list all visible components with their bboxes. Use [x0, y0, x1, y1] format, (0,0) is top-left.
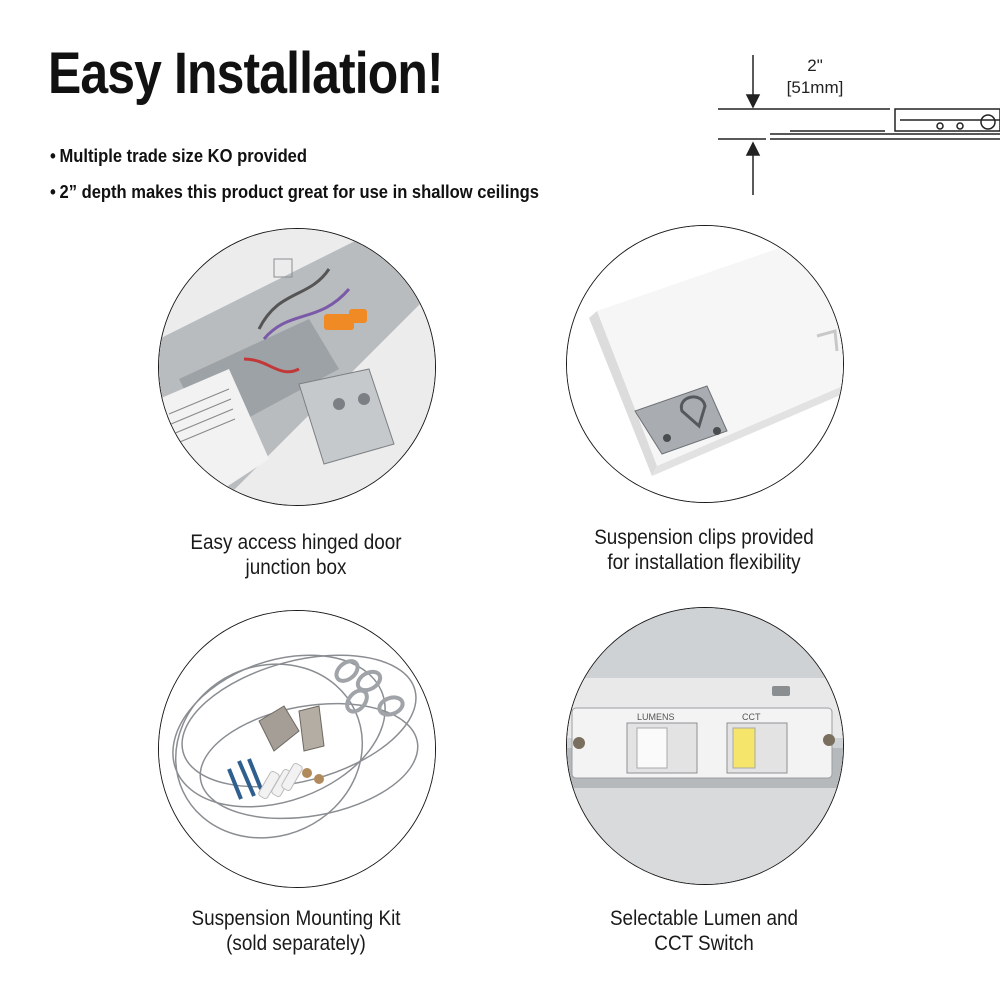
suspension-clip-photo: [566, 225, 844, 503]
suspension-clip-caption: Suspension clips provided for installati…: [594, 526, 814, 574]
junction-box-photo: [158, 228, 436, 506]
mounting-kit-photo: [158, 610, 436, 888]
depth-dimension-diagram: [718, 55, 1000, 195]
page-title: Easy Installation!: [48, 41, 444, 106]
switch-photo: LUMENS CCT: [566, 607, 844, 885]
bullet-dot-icon: •: [50, 182, 56, 202]
bullet-item: •2” depth makes this product great for u…: [50, 182, 539, 202]
mounting-kit-caption: Suspension Mounting Kit (sold separately…: [191, 907, 401, 955]
bullet-item: •Multiple trade size KO provided: [50, 146, 308, 166]
cct-label: CCT: [742, 712, 761, 722]
depth-dimension-label: 2" [51mm]: [786, 56, 844, 97]
switch-caption: Selectable Lumen and CCT Switch: [609, 907, 799, 955]
feature-bullets: •Multiple trade size KO provided •2” dep…: [50, 138, 581, 210]
junction-box-caption: Easy access hinged door junction box: [190, 531, 402, 579]
lumens-label: LUMENS: [637, 712, 675, 722]
bullet-dot-icon: •: [50, 146, 56, 166]
